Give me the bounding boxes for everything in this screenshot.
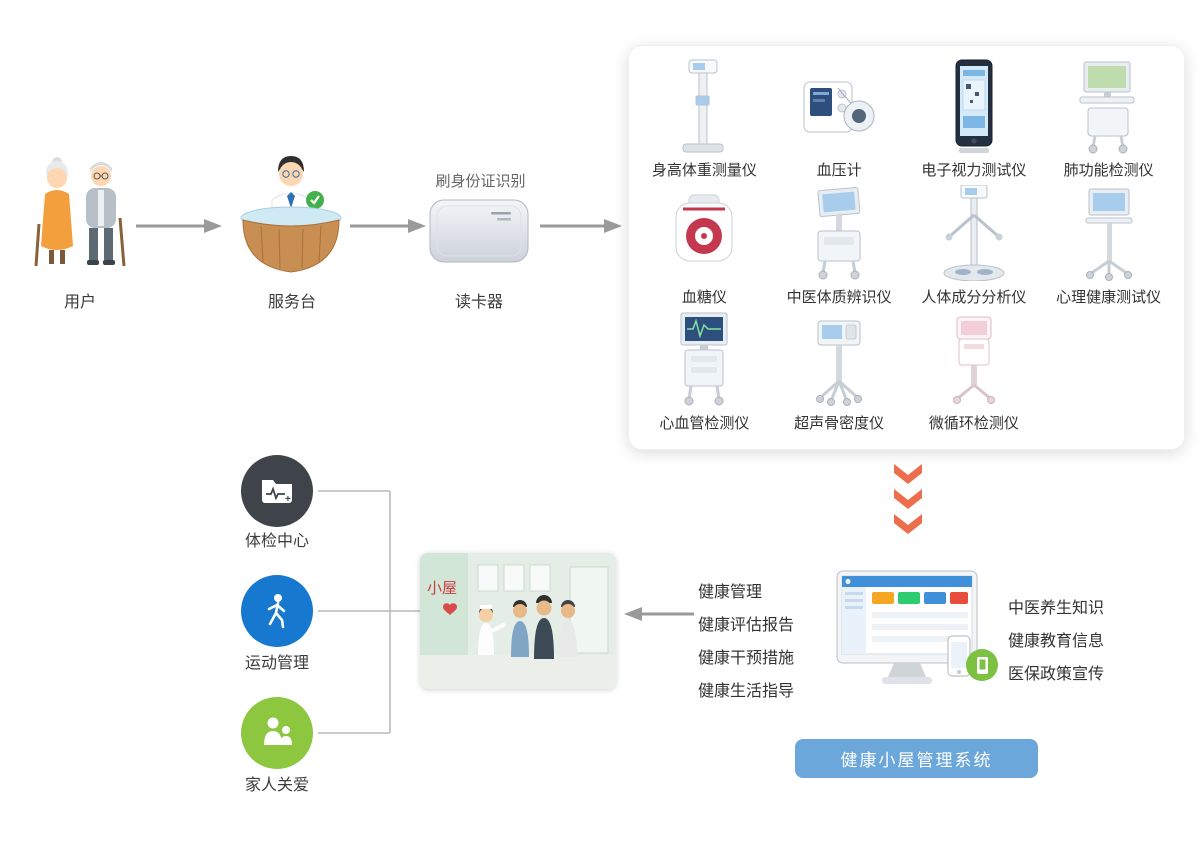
photo-wall-text: 小屋 [427, 580, 457, 597]
blood-pressure-device-icon [794, 58, 884, 154]
vision-tester-device-icon [929, 58, 1019, 154]
device-mental-health: 心理健康测试仪 [1041, 184, 1176, 310]
info-item: 健康教育信息 [1008, 633, 1105, 650]
card-reader-icon [425, 192, 533, 272]
device-label: 血糖仪 [681, 288, 727, 306]
family-care-label: 家人关爱 [244, 777, 309, 794]
swipe-id-label: 刷身份证识别 [435, 173, 526, 190]
device-lung-function: 肺功能检测仪 [1041, 58, 1176, 184]
tcm-constitution-device-icon [794, 185, 884, 281]
checkup-center-icon: + [241, 455, 313, 527]
arrow-left-icon [624, 605, 694, 623]
arrow-right-icon [350, 217, 428, 235]
device-label: 肺功能检测仪 [1063, 162, 1154, 180]
device-label: 心血管检测仪 [659, 415, 750, 432]
device-tcm-constitution: 中医体质辨识仪 [772, 184, 907, 310]
device-label: 超声骨密度仪 [794, 415, 885, 432]
exercise-management-icon [241, 575, 313, 647]
service-desk-label: 服务台 [267, 294, 316, 311]
system-name-button[interactable]: 健康小屋管理系统 [795, 739, 1038, 778]
device-label: 身高体重测量仪 [651, 162, 757, 180]
device-label: 心理健康测试仪 [1056, 288, 1162, 306]
family-care-icon [241, 697, 313, 769]
svg-text:+: + [285, 494, 291, 505]
service-item: 健康生活指导 [698, 683, 795, 700]
exercise-management-label: 运动管理 [244, 655, 309, 672]
service-item: 健康管理 [698, 584, 763, 601]
management-system-monitor-icon [836, 570, 1001, 690]
device-body-composition: 人体成分分析仪 [907, 184, 1042, 310]
height-weight-device-icon [659, 58, 749, 154]
checkup-center-label: 体检中心 [244, 533, 309, 550]
arrow-right-icon [136, 217, 224, 235]
bracket-connector [316, 478, 426, 748]
mental-health-device-icon [1064, 185, 1154, 281]
device-cardiovascular: 心血管检测仪 [637, 311, 772, 437]
blood-glucose-device-icon [659, 185, 749, 281]
device-bone-density: 超声骨密度仪 [772, 311, 907, 437]
triple-chevron-down-icon [893, 464, 923, 538]
device-blood-glucose: 血糖仪 [637, 184, 772, 310]
elderly-couple-icon [25, 150, 135, 282]
device-height-weight: 身高体重测量仪 [637, 58, 772, 184]
device-microcirculation: 微循环检测仪 [907, 311, 1042, 437]
devices-panel: 身高体重测量仪 血压计 [628, 45, 1185, 450]
device-label: 血压计 [816, 162, 862, 180]
health-cabin-photo: 小屋 [420, 553, 616, 689]
service-item: 健康评估报告 [698, 617, 795, 634]
family-icon [264, 717, 292, 745]
walking-person-icon [267, 594, 286, 629]
device-label: 中医体质辨识仪 [786, 288, 892, 306]
device-label: 微循环检测仪 [928, 415, 1019, 432]
arrow-right-icon [540, 217, 624, 235]
microcirculation-device-icon [929, 311, 1019, 407]
bone-density-device-icon [794, 311, 884, 407]
device-label: 人体成分分析仪 [921, 288, 1027, 306]
info-item: 中医养生知识 [1008, 600, 1105, 617]
card-reader-label: 读卡器 [454, 294, 503, 311]
device-vision-tester: 电子视力测试仪 [907, 58, 1042, 184]
device-blood-pressure: 血压计 [772, 58, 907, 184]
medical-record-icon: + [262, 480, 292, 505]
user-label: 用户 [63, 294, 96, 311]
service-desk-icon [234, 146, 349, 281]
service-item: 健康干预措施 [698, 650, 795, 667]
cardiovascular-device-icon [659, 311, 749, 407]
body-composition-device-icon [929, 184, 1019, 281]
health-services-list: 健康管理 健康评估报告 健康干预措施 健康生活指导 [698, 576, 794, 708]
lung-function-device-icon [1064, 58, 1154, 154]
health-info-list: 中医养生知识 健康教育信息 医保政策宣传 [1008, 592, 1104, 691]
device-label: 电子视力测试仪 [921, 162, 1027, 180]
info-item: 医保政策宣传 [1008, 666, 1105, 683]
